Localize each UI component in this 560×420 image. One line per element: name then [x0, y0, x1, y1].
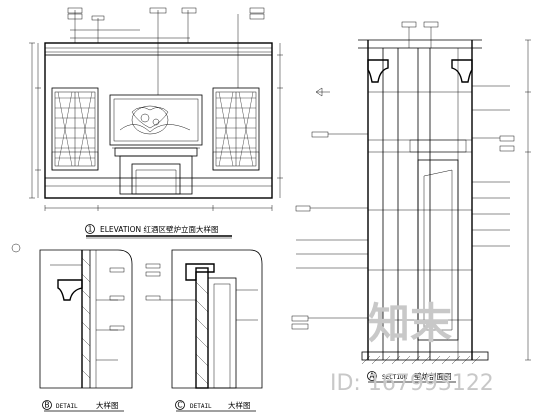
section-subtitle: 壁炉剖面图	[414, 371, 452, 381]
detail-b-hatch	[81, 257, 91, 379]
mural-ornament	[119, 105, 191, 135]
detail-c-hatch	[195, 281, 209, 385]
detail-b-subtitle: 大样图	[96, 400, 119, 410]
section-floor-hatch	[361, 355, 481, 365]
detail-c-view: C DETAIL 大样图	[145, 249, 263, 412]
section-view: A SECTION 壁炉剖面图	[291, 21, 531, 383]
detail-b-title: DETAIL	[56, 403, 78, 410]
watermark: 知末 ID: 167993122	[330, 299, 494, 396]
elevation-marker-label: 1	[88, 225, 93, 234]
elevation-view: 1 ELEVATION 红酒区壁炉立面大样图	[29, 7, 283, 239]
detail-b-marker: B	[44, 401, 49, 410]
elevation-title: ELEVATION 红酒区壁炉立面大样图	[100, 224, 219, 234]
section-title: SECTION	[382, 374, 408, 381]
right-cabinet-pattern	[216, 91, 256, 167]
detail-c-marker: C	[177, 401, 182, 410]
watermark-logo: 知末	[368, 299, 452, 348]
watermark-id: ID: 167993122	[330, 371, 494, 396]
detail-b-view: B DETAIL 大样图	[11, 243, 133, 412]
detail-c-subtitle: 大样图	[228, 400, 251, 410]
left-cabinet-pattern	[55, 91, 95, 167]
detail-c-title: DETAIL	[190, 403, 212, 410]
section-marker: A	[369, 372, 375, 381]
elevation-marker	[85, 224, 95, 234]
